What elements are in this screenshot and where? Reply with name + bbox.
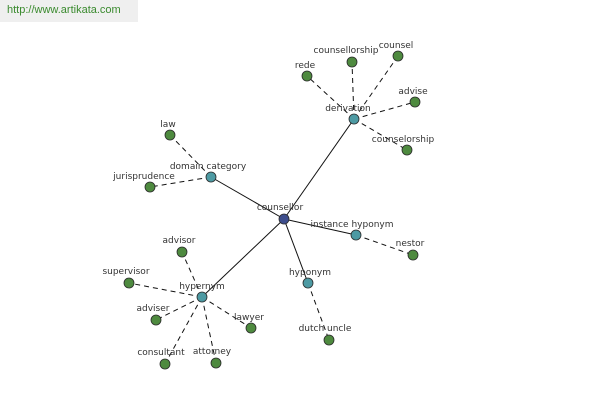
edge-instance-hyponym-nestor xyxy=(355,234,414,256)
term-node-consultant[interactable]: consultant xyxy=(137,348,185,370)
term-node-advisor-label: advisor xyxy=(163,236,196,246)
term-node-advisor[interactable]: advisor xyxy=(163,236,196,258)
term-node-nestor-dot[interactable] xyxy=(407,249,419,261)
term-node-law-dot[interactable] xyxy=(164,129,176,141)
term-node-supervisor-label: supervisor xyxy=(102,267,149,277)
edge-hyponym-dutch-uncle xyxy=(307,282,330,341)
term-node-supervisor-dot[interactable] xyxy=(123,277,135,289)
term-node-rede-label: rede xyxy=(295,61,316,71)
relation-node-instance-hyponym[interactable]: instance hyponym xyxy=(310,220,394,241)
term-node-counsellorship[interactable]: counsellorship xyxy=(314,46,379,68)
term-node-adviser-dot[interactable] xyxy=(150,314,162,326)
edge-root-derivation xyxy=(283,118,355,220)
term-node-counselorship-label: counselorship xyxy=(372,135,435,145)
relation-node-domain-category[interactable]: domain category xyxy=(170,162,247,183)
relation-node-instance-hyponym-dot[interactable] xyxy=(350,229,362,241)
term-node-jurisprudence-label: jurisprudence xyxy=(112,172,175,182)
term-node-consultant-dot[interactable] xyxy=(159,358,171,370)
term-node-advisor-dot[interactable] xyxy=(176,246,188,258)
relation-node-domain-category-label: domain category xyxy=(170,162,247,172)
edge-hypernym-consultant xyxy=(164,296,203,365)
relation-node-hypernym-label: hypernym xyxy=(179,282,225,292)
term-node-dutch-uncle-label: dutch uncle xyxy=(299,324,352,334)
url-bar: http://www.artikata.com xyxy=(0,0,138,22)
term-node-counselorship-dot[interactable] xyxy=(401,144,413,156)
term-node-attorney[interactable]: attorney xyxy=(193,347,232,369)
root-node-counsellor-label: counsellor xyxy=(257,203,304,213)
term-node-lawyer-dot[interactable] xyxy=(245,322,257,334)
term-node-jurisprudence[interactable]: jurisprudence xyxy=(112,172,175,193)
relation-node-derivation-label: derivation xyxy=(325,104,371,114)
edge-hypernym-lawyer xyxy=(201,296,252,329)
term-node-counsel-label: counsel xyxy=(379,41,414,51)
edge-hypernym-attorney xyxy=(201,296,217,364)
relation-node-instance-hyponym-label: instance hyponym xyxy=(310,220,393,230)
term-node-law[interactable]: law xyxy=(160,120,176,141)
term-node-dutch-uncle[interactable]: dutch uncle xyxy=(299,324,352,346)
term-node-counselorship[interactable]: counselorship xyxy=(372,135,435,156)
term-node-dutch-uncle-dot[interactable] xyxy=(323,334,335,346)
term-node-advise-dot[interactable] xyxy=(409,96,421,108)
relation-node-hypernym-dot[interactable] xyxy=(196,291,208,303)
term-node-lawyer-label: lawyer xyxy=(234,313,264,323)
term-node-rede-dot[interactable] xyxy=(301,70,313,82)
term-node-consultant-label: consultant xyxy=(137,348,185,358)
relation-node-hyponym-dot[interactable] xyxy=(302,277,314,289)
graph-edges xyxy=(128,55,416,365)
root-node-counsellor-dot[interactable] xyxy=(278,213,290,225)
term-node-jurisprudence-dot[interactable] xyxy=(144,181,156,193)
edge-root-domain-category xyxy=(210,176,285,220)
term-node-counsellorship-dot[interactable] xyxy=(346,56,358,68)
term-node-adviser[interactable]: adviser xyxy=(137,304,170,326)
edge-derivation-rede xyxy=(306,75,355,120)
relation-node-domain-category-dot[interactable] xyxy=(205,171,217,183)
site-url-link[interactable]: http://www.artikata.com xyxy=(7,4,121,16)
edge-domain-category-law xyxy=(169,134,212,178)
relation-node-hyponym-label: hyponym xyxy=(289,268,331,278)
relation-node-derivation[interactable]: derivation xyxy=(325,104,371,125)
relation-node-hyponym[interactable]: hyponym xyxy=(289,268,331,289)
edge-derivation-counsellorship xyxy=(351,61,355,120)
term-node-advise-label: advise xyxy=(398,87,428,97)
relation-node-derivation-dot[interactable] xyxy=(348,113,360,125)
term-node-lawyer[interactable]: lawyer xyxy=(234,313,264,334)
edge-hypernym-supervisor xyxy=(128,282,203,298)
term-node-adviser-label: adviser xyxy=(137,304,170,314)
term-node-nestor-label: nestor xyxy=(396,239,425,249)
relation-node-hypernym[interactable]: hypernym xyxy=(179,282,225,303)
edge-root-instance-hyponym xyxy=(283,218,357,236)
edge-derivation-advise xyxy=(353,101,416,120)
root-node-counsellor[interactable]: counsellor xyxy=(257,203,304,225)
term-node-counsellorship-label: counsellorship xyxy=(314,46,379,56)
term-node-supervisor[interactable]: supervisor xyxy=(102,267,150,289)
edge-root-hyponym xyxy=(283,218,309,284)
term-node-attorney-label: attorney xyxy=(193,347,232,357)
edge-derivation-counsel xyxy=(353,55,399,120)
term-node-advise[interactable]: advise xyxy=(398,87,428,108)
edge-root-hypernym xyxy=(201,218,285,298)
term-node-counsel[interactable]: counsel xyxy=(379,41,414,62)
edge-derivation-counselorship xyxy=(353,118,408,151)
term-node-rede[interactable]: rede xyxy=(295,61,316,82)
term-node-law-label: law xyxy=(160,120,175,130)
term-node-nestor[interactable]: nestor xyxy=(396,239,425,261)
term-node-attorney-dot[interactable] xyxy=(210,357,222,369)
term-node-counsel-dot[interactable] xyxy=(392,50,404,62)
edge-domain-category-jurisprudence xyxy=(149,176,212,188)
